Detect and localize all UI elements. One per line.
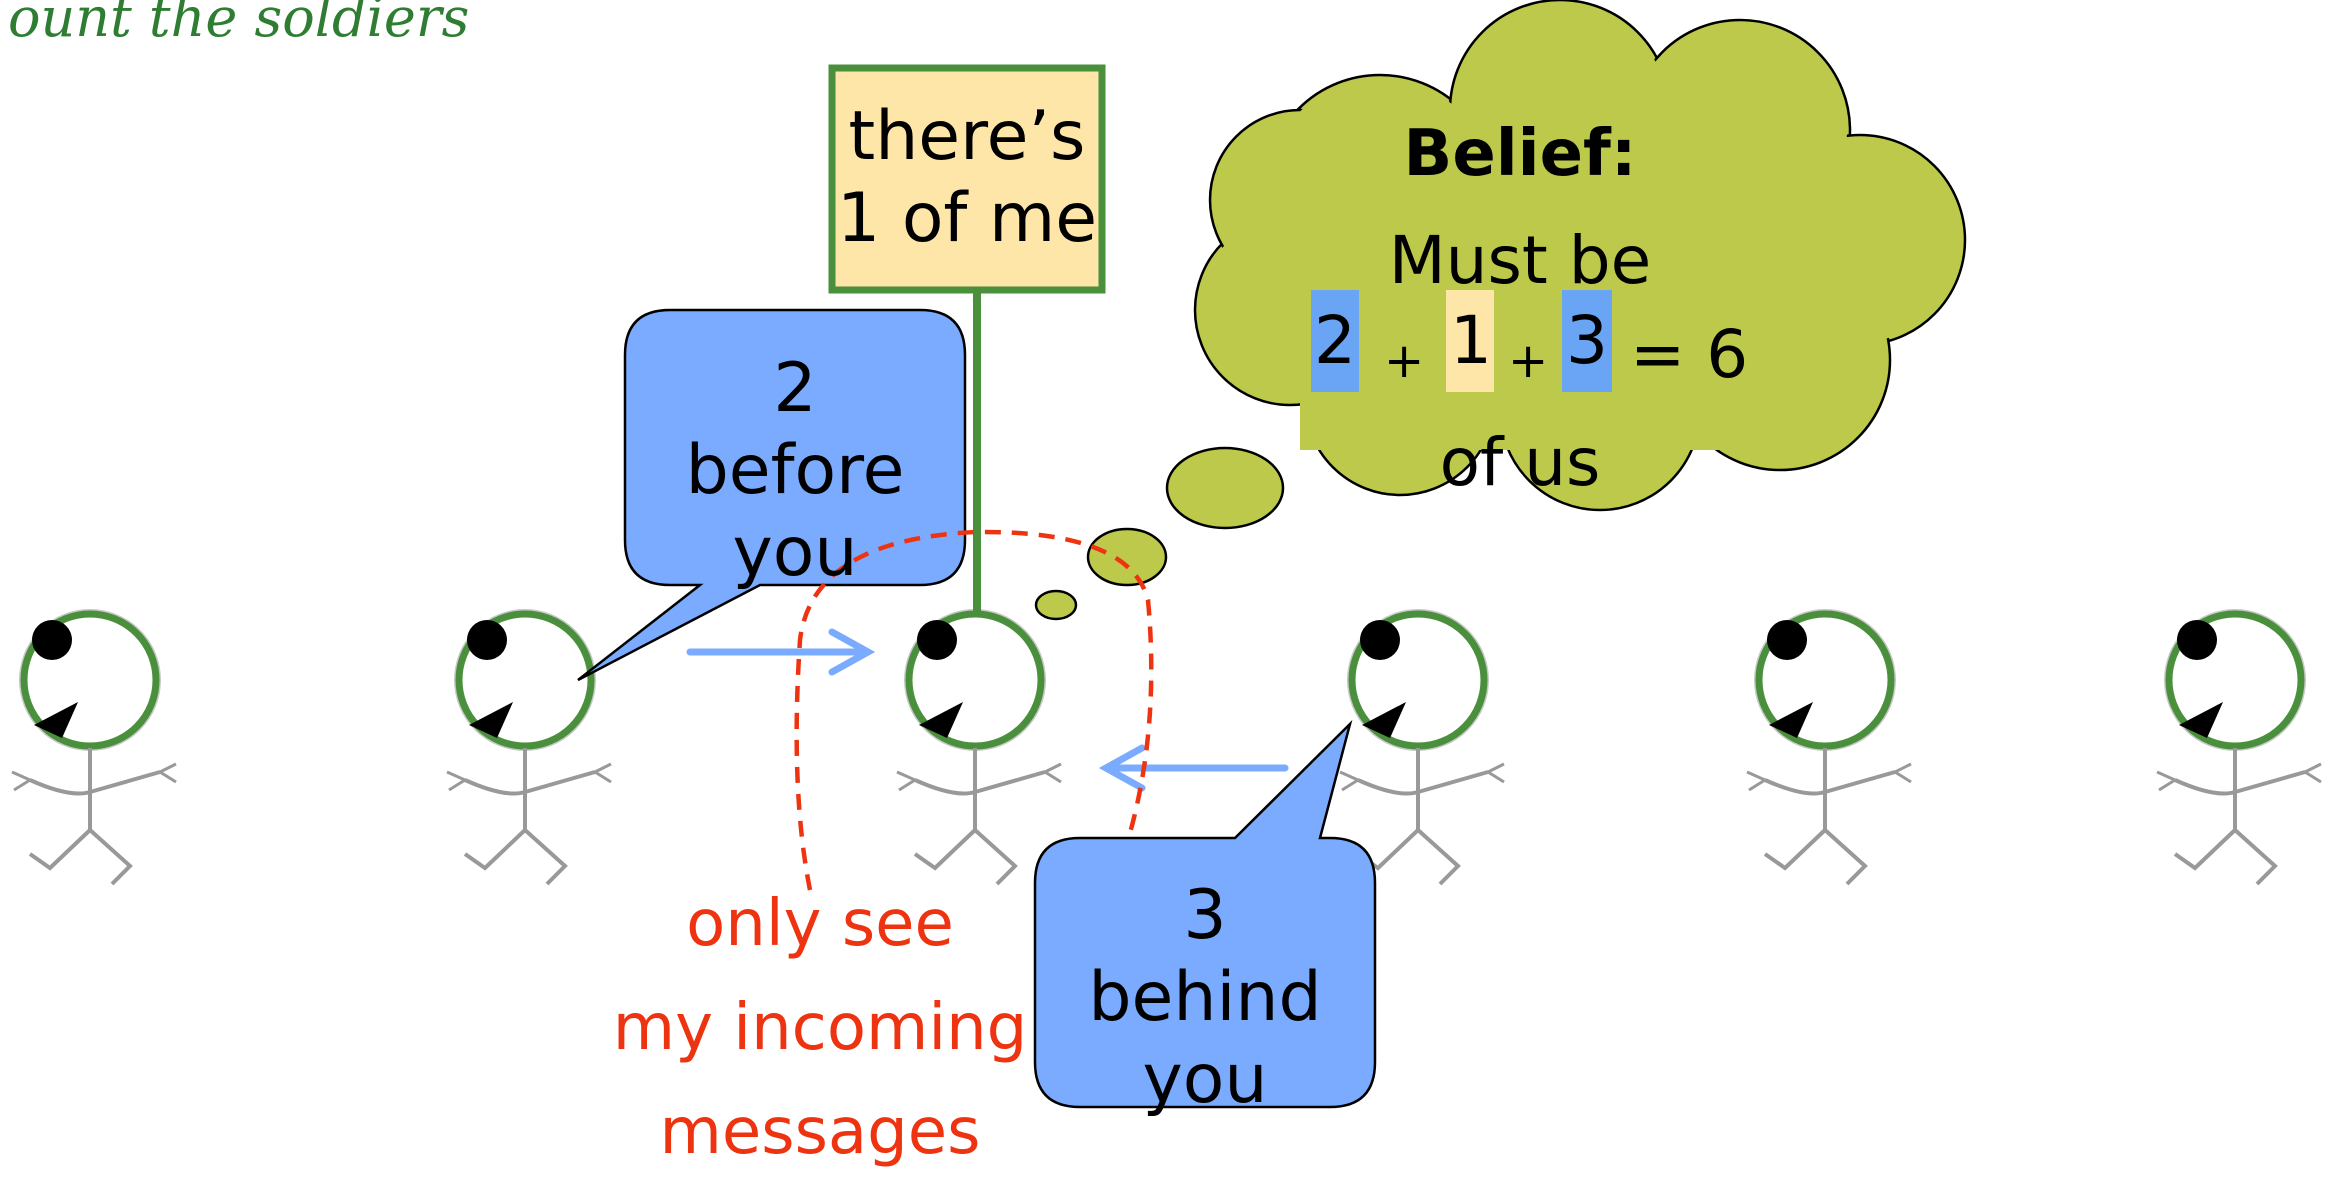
thought-dot-small (1034, 589, 1078, 621)
equation-plus-1: + (1384, 333, 1425, 389)
thought-line-1: Must be (1388, 222, 1652, 299)
thought-dot-large (1165, 446, 1285, 530)
highlight-2 (1311, 290, 1359, 392)
arrow-right (686, 628, 876, 676)
sign-board (828, 64, 1106, 294)
equation-term-2: 2 (1314, 302, 1356, 379)
sign-line-2: 1 of me (836, 179, 1098, 258)
note-line-3: messages (659, 1095, 981, 1169)
soldier-3 (897, 612, 1061, 884)
note-line-1: only see (686, 887, 954, 961)
equation-term-1: 1 (1450, 302, 1492, 379)
bubble-right-shape (1033, 719, 1377, 1109)
bubble-left-line-2: before (685, 431, 905, 510)
slide-title: ount the soldiers (8, 0, 470, 49)
diagram-graphics (0, 0, 2328, 1109)
soldier-2 (447, 612, 611, 884)
soldier-6 (2157, 612, 2321, 884)
soldier-4 (1340, 612, 1504, 884)
equation-result: = 6 (1630, 316, 1749, 393)
note-line-2: my incoming (612, 991, 1028, 1065)
bubble-left-line-3: you (732, 513, 858, 592)
thought-line-3: of us (1439, 424, 1601, 501)
highlight-3 (1562, 290, 1612, 392)
bubble-left-shape (577, 308, 967, 682)
incoming-messages-note: only see my incoming messages (600, 872, 1040, 1184)
arrow-left (1098, 744, 1289, 792)
thought-dot-medium (1086, 527, 1168, 587)
bubble-right-line-3: you (1142, 1040, 1268, 1119)
thought-heading: Belief: (1403, 117, 1637, 191)
bubble-left-text: 2 before you (630, 348, 960, 594)
soldier-5 (1747, 612, 1911, 884)
dashed-boundary (794, 529, 1154, 891)
thought-equation: 2 + 1 + 3 = 6 (1300, 302, 1760, 393)
equation-term-3: 3 (1566, 302, 1608, 379)
bubble-left-line-1: 2 (773, 349, 817, 428)
soldier-1 (12, 612, 176, 884)
equation-plus-2: + (1508, 333, 1549, 389)
highlight-1 (1446, 290, 1494, 392)
sign-line-1: there’s (848, 97, 1086, 176)
sign-text: there’s 1 of me (836, 96, 1098, 260)
bubble-right-text: 3 behind you (1040, 875, 1370, 1121)
bubble-right-line-1: 3 (1183, 876, 1227, 955)
bubble-right-line-2: behind (1088, 958, 1322, 1037)
